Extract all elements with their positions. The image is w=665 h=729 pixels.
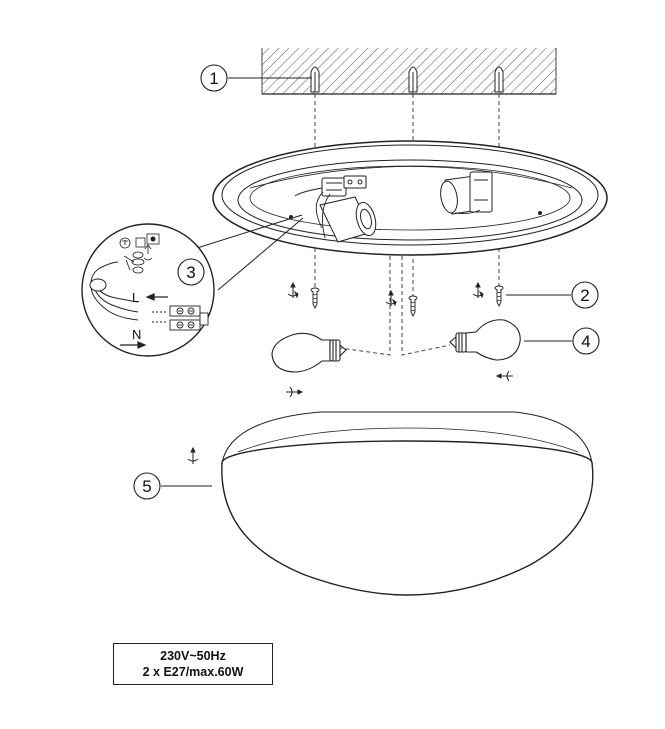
neutral-wire-label: N xyxy=(132,327,141,342)
spec-bulbs: 2 x E27/max.60W xyxy=(142,665,244,679)
callout-4: 4 xyxy=(524,327,600,355)
callout-number: 2 xyxy=(580,286,589,305)
detail-connector xyxy=(196,214,304,291)
live-wire-label: L xyxy=(132,290,139,305)
lamp-holder-left xyxy=(319,177,377,243)
callout-3: 3 xyxy=(177,258,205,286)
callout-number: 5 xyxy=(142,477,151,496)
rotate-direction-icon xyxy=(187,281,513,464)
lamp-holder-right xyxy=(440,171,493,215)
callout-number: 3 xyxy=(186,263,195,282)
glass-shade xyxy=(221,411,594,596)
internal-wires xyxy=(294,187,481,239)
callout-number: 4 xyxy=(581,332,590,351)
screw xyxy=(310,285,504,318)
callout-5: 5 xyxy=(133,472,212,500)
wiring-detail xyxy=(81,223,215,357)
light-bulb-left xyxy=(271,332,347,373)
callout-1: 1 xyxy=(200,64,312,92)
callout-number: 1 xyxy=(209,69,218,88)
base-plate xyxy=(212,140,608,256)
callout-2: 2 xyxy=(506,281,599,309)
terminal-block xyxy=(343,175,367,189)
light-bulb-right xyxy=(449,319,521,361)
wall-plug xyxy=(310,66,504,93)
spec-voltage: 230V~50Hz xyxy=(160,649,226,663)
electrical-spec-box: 230V~50Hz 2 x E27/max.60W xyxy=(113,643,273,685)
